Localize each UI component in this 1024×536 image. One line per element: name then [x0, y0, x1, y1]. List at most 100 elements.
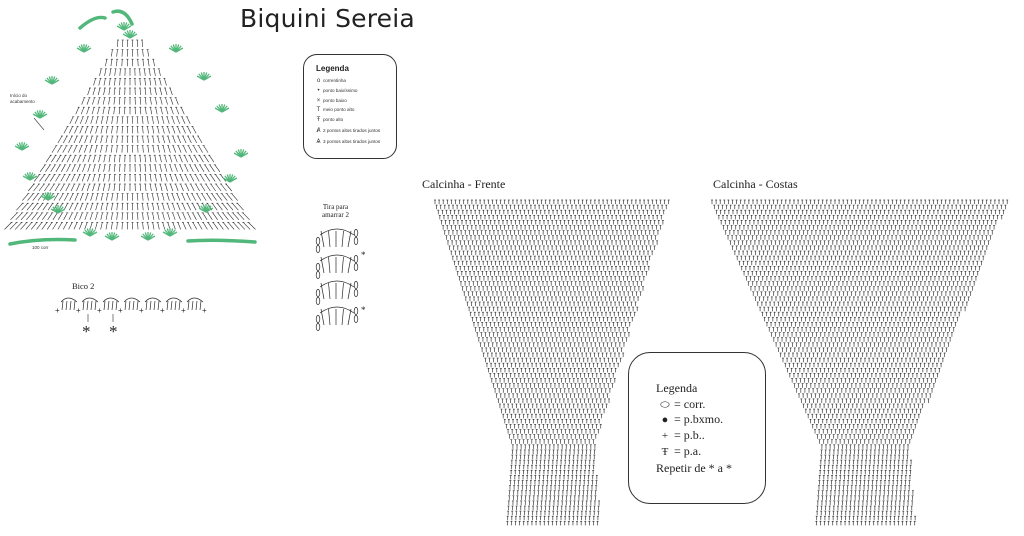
- stitch-row: [749, 286, 974, 291]
- stitch-mark: [108, 164, 112, 172]
- stitch-mark: [129, 87, 131, 95]
- stitch-mark: [163, 164, 168, 172]
- stitch-mark: [74, 116, 80, 124]
- stitch-row: [472, 322, 631, 327]
- stitch-row: [466, 301, 637, 307]
- stitch-mark: [144, 174, 147, 182]
- stitch-mark: [55, 174, 61, 182]
- stitch-mark: [219, 183, 227, 192]
- stitch-mark: [85, 193, 89, 201]
- stitch-row: [445, 235, 657, 240]
- slip-stitch-icon: ●: [661, 414, 669, 426]
- stitch-mark: [169, 97, 174, 105]
- stitch-mark: [148, 78, 152, 86]
- stitch-mark: [161, 135, 165, 144]
- stitch-row: [818, 439, 911, 444]
- stitch-mark: [102, 183, 106, 192]
- stitch-row: [743, 271, 979, 276]
- stitch-mark: [74, 193, 79, 201]
- stitch-mark: [119, 68, 122, 76]
- stitch-mark: [151, 193, 154, 201]
- stitch-mark: [170, 116, 175, 124]
- stitch-row: [510, 459, 595, 465]
- stitch-row: [498, 403, 608, 409]
- stitch-mark: [134, 174, 137, 182]
- stitch-mark: [144, 106, 147, 115]
- stitch-mark: [174, 97, 179, 105]
- stitch-row: [509, 480, 598, 485]
- stitch-mark: [131, 116, 134, 124]
- stitch-mark: [198, 154, 204, 163]
- legend-big-label: = p.a.: [674, 444, 702, 458]
- stitch-mark: [121, 145, 124, 153]
- stitch-row: [772, 337, 952, 342]
- stitch-mark: [214, 174, 221, 182]
- stitch-mark: [158, 78, 162, 86]
- stitch-mark: [98, 78, 102, 86]
- stitch-mark: [141, 193, 144, 201]
- stitch-mark: [107, 106, 111, 115]
- stitch-row: [817, 485, 911, 490]
- stitch-row: [503, 418, 601, 424]
- stitch-mark: [146, 126, 149, 134]
- stitch-mark: [156, 116, 160, 124]
- stitch-mark: [60, 183, 66, 192]
- stitch-mark: [108, 154, 112, 163]
- stitch-mark: [70, 183, 76, 192]
- stitch-mark: [193, 154, 199, 163]
- stitch-mark: [82, 154, 87, 163]
- stitch-mark: [124, 68, 127, 76]
- stitch-mark: [197, 145, 203, 153]
- stitch-row: [500, 408, 606, 414]
- stitch-mark: [76, 164, 82, 172]
- stitch-row: [819, 464, 912, 470]
- stitch-row: [816, 434, 913, 439]
- stitch-mark: [111, 116, 114, 124]
- stitch-mark: [133, 68, 136, 76]
- stitch-mark: [22, 193, 30, 201]
- stitch-mark: [186, 135, 192, 144]
- stitch-mark: [44, 174, 51, 182]
- stitch-mark: [139, 183, 142, 192]
- stitch-mark: [87, 164, 92, 172]
- stitch-mark: [144, 87, 147, 96]
- stitch-mark: [116, 135, 119, 144]
- stitch-mark: [103, 174, 106, 182]
- stitch-row: [731, 245, 988, 250]
- stitch-row: [752, 291, 972, 296]
- stitch-mark: [139, 97, 142, 105]
- stitch-mark: [177, 145, 182, 153]
- stitch-mark: [126, 193, 129, 201]
- legend-big-item: + = p.b..: [659, 428, 705, 443]
- stitch-mark: [126, 49, 129, 57]
- stitch-mark: [109, 68, 112, 76]
- stitch-mark: [131, 126, 134, 134]
- stitch-mark: [164, 97, 168, 105]
- stitch-mark: [146, 116, 149, 124]
- stitch-mark: [164, 87, 168, 96]
- stitch-mark: [97, 183, 101, 192]
- stitch-row: [448, 245, 656, 250]
- stitch-mark: [208, 154, 215, 163]
- stitch-row: [507, 500, 601, 505]
- stitch-mark: [141, 58, 144, 67]
- stitch-row: [809, 418, 919, 424]
- stitch-mark: [146, 193, 149, 201]
- stitch-mark: [149, 87, 152, 96]
- stitch-row: [437, 209, 665, 215]
- stitch-mark: [92, 87, 96, 96]
- stitch-row: [804, 408, 922, 414]
- stitch-mark: [89, 135, 94, 144]
- stitch-mark: [141, 39, 144, 48]
- stitch-mark: [129, 97, 131, 105]
- stitch-mark: [58, 193, 65, 201]
- stitch-mark: [158, 164, 163, 172]
- stitch-mark: [118, 183, 121, 192]
- stitch-mark: [118, 106, 121, 115]
- stitch-mark: [108, 183, 111, 192]
- stitch-mark: [136, 135, 139, 144]
- stitch-mark: [191, 135, 198, 144]
- stitch-mark: [97, 164, 102, 172]
- stitch-row: [820, 449, 909, 454]
- stitch-mark: [65, 183, 71, 192]
